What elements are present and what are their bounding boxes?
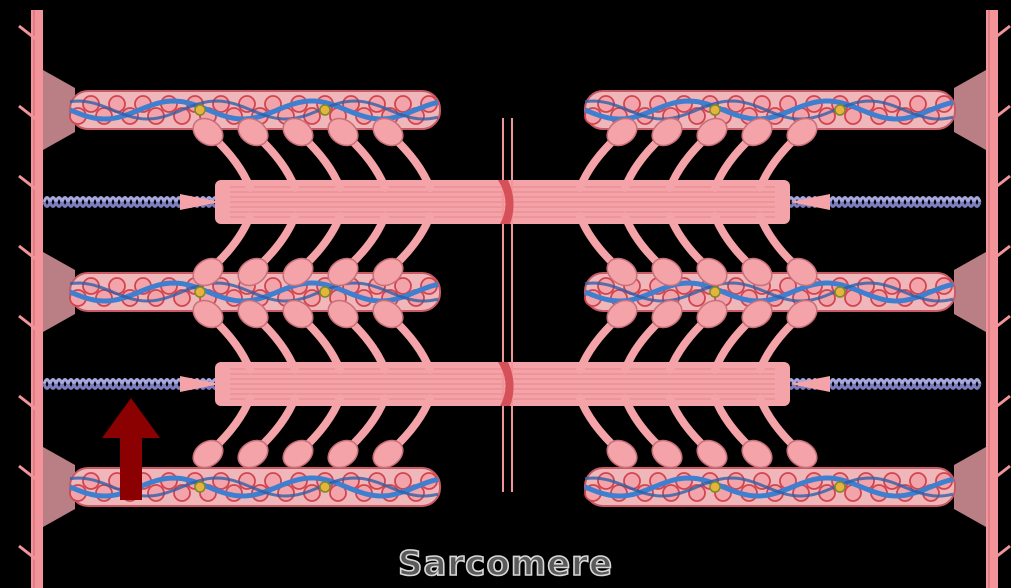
troponin-complex (835, 105, 845, 115)
thin-filament (585, 468, 955, 506)
troponin-complex (195, 482, 205, 492)
troponin-complex (320, 482, 330, 492)
troponin-complex (710, 105, 720, 115)
troponin-complex (195, 287, 205, 297)
sarcomere-caption: Sarcomere (0, 544, 1011, 584)
troponin-complex (835, 287, 845, 297)
troponin-complex (710, 287, 720, 297)
troponin-complex (320, 287, 330, 297)
troponin-complex (195, 105, 205, 115)
troponin-complex (710, 482, 720, 492)
troponin-complex (835, 482, 845, 492)
troponin-complex (320, 105, 330, 115)
